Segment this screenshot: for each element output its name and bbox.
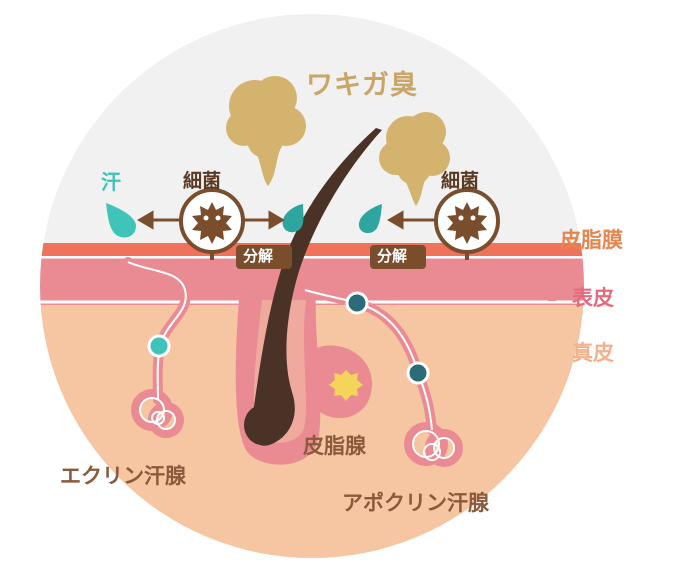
sweat-drop-icon: [282, 204, 304, 233]
odor-cloud-right: [379, 112, 450, 206]
decompose-badge: [370, 245, 426, 269]
decompose-label-right: 分解: [377, 247, 408, 265]
epidermis-label: 表皮: [572, 286, 614, 310]
arrow-left-icon: [387, 210, 438, 230]
dermis-layer: [40, 300, 584, 558]
sweat-drop-icon: [106, 203, 136, 238]
apocrine-gland-label: アポクリン汗腺: [342, 491, 489, 515]
sebaceous-gland-label: 皮脂腺: [303, 434, 366, 458]
arrow-right-icon: [242, 210, 285, 230]
eccrine-gland-label: エクリン汗腺: [60, 464, 186, 488]
arrow-left-icon: [137, 210, 182, 230]
bacteria-icon: [434, 188, 500, 254]
hair: [250, 128, 382, 446]
odor-cloud-left: [226, 76, 306, 186]
decompose-badge: [236, 245, 292, 269]
sebum-film-label: 皮脂膜: [560, 228, 623, 252]
sweat-label: 汗: [101, 170, 121, 194]
bacteria-icon: [179, 188, 245, 254]
bacteria-label-left: 細菌: [183, 170, 222, 192]
sebaceous-gland: [310, 345, 372, 419]
sweat-drop-icon: [358, 204, 382, 234]
decompose-label-left: 分解: [243, 247, 274, 265]
odor-title: ワキガ臭: [306, 70, 418, 101]
dermis-label: 真皮: [572, 341, 614, 365]
bacteria-label-right: 細菌: [441, 170, 480, 192]
